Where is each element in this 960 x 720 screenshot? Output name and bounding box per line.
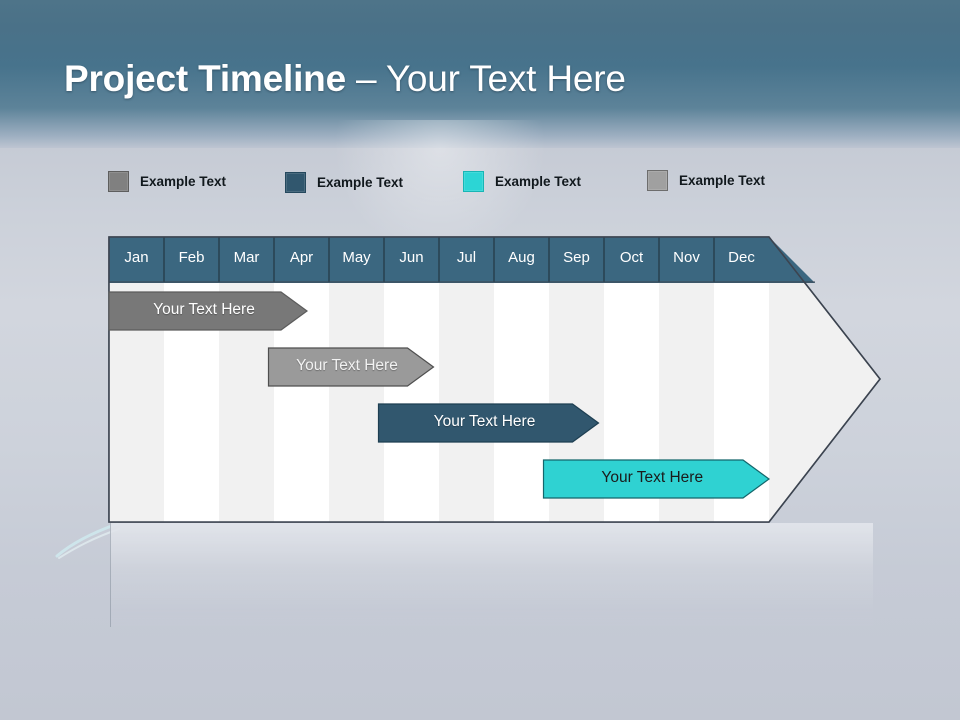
title-separator: – [345,58,386,99]
timeline-task-bar[interactable] [267,347,435,387]
background-header-gradient [0,0,960,150]
month-column-band [494,282,549,522]
month-column-band [384,282,439,522]
legend-item-label: Example Text [679,173,766,188]
legend-swatch-icon [463,171,484,192]
legend-swatch-icon [285,172,306,193]
month-column-band [439,282,494,522]
timeline-task-bar[interactable] [542,459,771,499]
month-header-tip [769,237,815,283]
title-strong: Project Timeline [64,58,346,99]
legend-item[interactable]: Example Text [108,171,226,192]
legend: Example Text Example Text Example Text Exam… [108,166,828,196]
legend-item[interactable]: Example Text [285,172,403,193]
legend-item[interactable]: Example Text [647,170,765,191]
legend-item-label: Example Text [317,175,404,190]
legend-swatch-icon [647,170,668,191]
chart-arrow-outline [108,236,882,523]
legend-item-label: Example Text [495,174,582,189]
timeline-task-bar[interactable] [377,403,600,443]
page-title: Project Timeline – Your Text Here [64,58,626,100]
month-column-band [329,282,384,522]
legend-item-label: Example Text [140,174,227,189]
timeline-task-bar[interactable] [108,291,309,331]
timeline-arrow-graphic [108,236,882,523]
chart-reflection [110,523,873,627]
legend-item[interactable]: Example Text [463,171,581,192]
legend-swatch-icon [108,171,129,192]
title-light: Your Text Here [385,58,626,99]
